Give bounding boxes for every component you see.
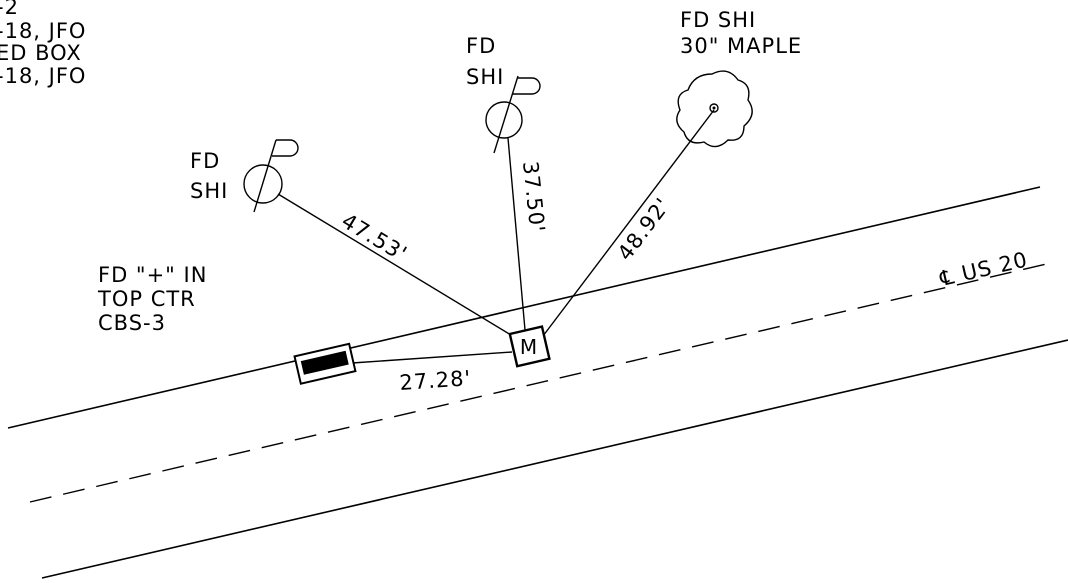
svg-text:ED BOX: ED BOX [0,41,82,65]
dim-mid-shi: 37.50' [518,160,549,234]
note-fd-shi-left: FD SHI [190,149,228,203]
note-fd-shi-maple: FD SHI 30" MAPLE [680,8,802,58]
svg-text:FD: FD [190,149,220,173]
tie-line-maple [542,109,715,337]
svg-text:FD SHI: FD SHI [680,8,756,32]
road-centerline [29,261,1056,503]
road-edge-north [7,186,1041,429]
dim-left-shi: 47.53' [337,209,411,267]
svg-text:SHI: SHI [466,65,504,89]
svg-text:30" MAPLE: 30" MAPLE [680,34,802,58]
svg-text:-18, JFO: -18, JFO [0,64,86,88]
tie-line-mid-shi [507,137,526,331]
svg-text:FD: FD [466,34,496,58]
note-fd-shi-mid: FD SHI [466,34,504,89]
tie-line-left-shi [277,193,517,339]
cbs-box-symbol [293,342,357,385]
shi-marker-mid [485,75,541,154]
road-edge-south [41,339,1068,579]
monument-symbol: M [508,325,551,368]
svg-text:CBS-3: CBS-3 [98,311,166,335]
maple-tree-symbol [676,70,753,148]
svg-text:M: M [520,335,538,359]
svg-text:SHI: SHI [190,179,228,203]
tie-line-cbs [351,351,513,364]
note-top-left: -2 -18, JFO ED BOX -18, JFO [0,0,86,88]
centerline-label: ℄ US 20 [937,247,1030,291]
svg-text:FD "+" IN: FD "+" IN [98,263,207,287]
svg-text:TOP CTR: TOP CTR [97,287,196,311]
dim-cbs: 27.28' [399,366,472,395]
shi-marker-left [243,139,299,213]
dim-maple: 48.92' [613,193,675,265]
note-fd-plus: FD "+" IN TOP CTR CBS-3 [97,263,207,335]
svg-text:-18, JFO: -18, JFO [0,19,86,43]
svg-text:-2: -2 [0,0,19,19]
